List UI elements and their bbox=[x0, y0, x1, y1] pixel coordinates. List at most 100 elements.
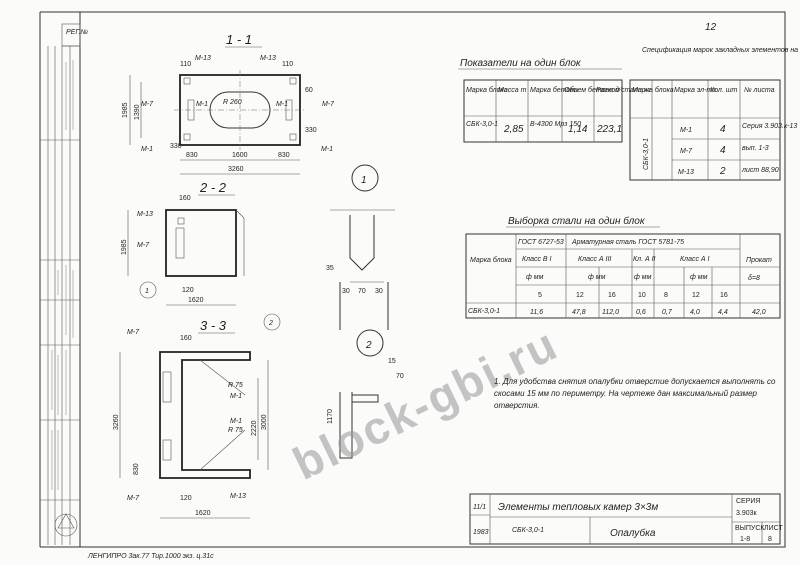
svg-text:1985: 1985 bbox=[122, 102, 129, 118]
svg-text:ф мм: ф мм bbox=[634, 274, 652, 281]
svg-text:ф мм: ф мм bbox=[526, 274, 544, 281]
svg-text:4,0: 4,0 bbox=[690, 309, 700, 316]
steel-table: Выборка стали на один блок Марка блока Г… bbox=[465, 215, 781, 319]
svg-text:70: 70 bbox=[396, 373, 404, 380]
left-stamp: РЕГ.№ bbox=[40, 23, 88, 545]
svg-text:Класс В I: Класс В I bbox=[522, 256, 552, 263]
callout-2 bbox=[356, 329, 384, 357]
svg-text:120: 120 bbox=[182, 287, 194, 294]
svg-text:Арматурная сталь ГОСТ 5781-75: Арматурная сталь ГОСТ 5781-75 bbox=[571, 239, 684, 246]
svg-text:1: 1 bbox=[145, 288, 149, 295]
svg-text:1170: 1170 bbox=[327, 409, 334, 424]
svg-text:вып. 1-3: вып. 1-3 bbox=[742, 145, 769, 152]
svg-text:Расход стали кг: Расход стали кг bbox=[596, 86, 651, 94]
svg-text:В-4300 Мрз 150: В-4300 Мрз 150 bbox=[530, 121, 581, 128]
svg-text:30: 30 bbox=[375, 288, 383, 295]
svg-text:лист 88,90: лист 88,90 bbox=[741, 167, 779, 174]
svg-text:Марка блока: Марка блока bbox=[632, 86, 674, 94]
steel-title: Выборка стали на один блок bbox=[508, 215, 646, 227]
detail-1: 35 30 70 30 bbox=[326, 209, 395, 330]
svg-text:СЕРИЯ: СЕРИЯ bbox=[736, 498, 760, 505]
svg-text:М-13: М-13 bbox=[230, 493, 246, 500]
drawing-name: Элементы тепловых камер 3×3м bbox=[498, 502, 658, 513]
svg-text:Класс А III: Класс А III bbox=[578, 256, 611, 263]
svg-text:Марка бетона: Марка бетона bbox=[530, 86, 578, 94]
page-number: 12 bbox=[705, 22, 717, 33]
sheet-frame bbox=[79, 11, 786, 548]
svg-text:СБК-3,0-1: СБК-3,0-1 bbox=[512, 527, 544, 534]
print-footer: ЛЕНГИПРО 3ак.77 Тир.1000 экз. ц.31с bbox=[87, 553, 214, 560]
svg-text:12: 12 bbox=[692, 292, 700, 299]
svg-text:120: 120 bbox=[180, 495, 192, 502]
svg-text:16: 16 bbox=[608, 292, 616, 299]
section-label-1-1: 1 - 1 bbox=[226, 32, 252, 47]
svg-text:0,7: 0,7 bbox=[662, 309, 673, 316]
svg-text:М-7: М-7 bbox=[127, 495, 140, 502]
svg-text:ГОСТ 6727-53: ГОСТ 6727-53 bbox=[518, 239, 564, 246]
svg-text:ф мм: ф мм bbox=[588, 274, 606, 281]
svg-text:Кол. шт: Кол. шт bbox=[710, 87, 738, 94]
svg-text:3 - 3: 3 - 3 bbox=[200, 318, 227, 333]
svg-text:11/1: 11/1 bbox=[473, 504, 486, 511]
svg-text:М-1: М-1 bbox=[196, 101, 208, 108]
svg-text:Объем бетона м³: Объем бетона м³ bbox=[564, 86, 623, 94]
svg-text:110: 110 bbox=[282, 61, 293, 68]
callout-1 bbox=[351, 164, 379, 192]
svg-text:3260: 3260 bbox=[113, 414, 120, 430]
svg-text:М-1: М-1 bbox=[680, 127, 692, 134]
svg-text:М-13: М-13 bbox=[260, 55, 276, 62]
svg-text:М-1: М-1 bbox=[230, 418, 242, 425]
svg-text:М-13: М-13 bbox=[137, 211, 153, 218]
profile-outline-3-3 bbox=[159, 351, 251, 479]
svg-text:М-7: М-7 bbox=[141, 101, 154, 108]
svg-text:М-13: М-13 bbox=[678, 169, 694, 176]
svg-text:42,0: 42,0 bbox=[752, 309, 766, 316]
svg-text:3260: 3260 bbox=[228, 166, 244, 173]
svg-text:Марка блока: Марка блока bbox=[470, 256, 512, 264]
svg-text:1: 1 bbox=[361, 175, 367, 186]
svg-text:Класс А I: Класс А I bbox=[680, 256, 710, 263]
svg-text:М-1: М-1 bbox=[230, 393, 242, 400]
svg-text:5: 5 bbox=[538, 292, 542, 299]
svg-text:ВЫПУСК: ВЫПУСК bbox=[735, 525, 765, 532]
svg-text:№ листа: № листа bbox=[744, 87, 775, 94]
svg-text:СБК-3,0-1: СБК-3,0-1 bbox=[466, 121, 498, 128]
svg-text:1620: 1620 bbox=[188, 297, 204, 304]
svg-text:70: 70 bbox=[358, 288, 366, 295]
svg-text:М-13: М-13 bbox=[195, 55, 211, 62]
svg-text:М-7: М-7 bbox=[322, 101, 335, 108]
svg-text:4,4: 4,4 bbox=[718, 309, 728, 316]
svg-text:160: 160 bbox=[179, 195, 191, 202]
svg-text:Серия 3.903.к-13: Серия 3.903.к-13 bbox=[742, 123, 797, 130]
spec-title: Спецификация марок закладных элементов н… bbox=[642, 46, 800, 54]
svg-text:112,0: 112,0 bbox=[602, 309, 619, 316]
detail-2: 15 70 1170 bbox=[327, 358, 404, 459]
svg-text:4: 4 bbox=[720, 124, 726, 135]
svg-text:12: 12 bbox=[576, 292, 584, 299]
indicators-table: Показатели на один блок Марка блока Масс… bbox=[458, 57, 651, 143]
svg-text:30: 30 bbox=[342, 288, 350, 295]
reg-label: РЕГ.№ bbox=[66, 29, 88, 36]
svg-text:110: 110 bbox=[180, 61, 191, 68]
svg-text:М-7: М-7 bbox=[127, 329, 140, 336]
svg-text:60: 60 bbox=[305, 87, 313, 94]
svg-text:М-1: М-1 bbox=[321, 146, 333, 153]
svg-text:330: 330 bbox=[305, 127, 317, 134]
svg-text:8: 8 bbox=[664, 292, 668, 299]
svg-text:1620: 1620 bbox=[195, 510, 211, 517]
svg-text:ф мм: ф мм bbox=[690, 274, 708, 281]
svg-text:330: 330 bbox=[170, 143, 182, 150]
svg-text:Опалубка: Опалубка bbox=[610, 527, 656, 539]
note-text: 1. Для удобства снятия опалубки отверсти… bbox=[494, 377, 776, 410]
svg-text:СБК-3,0-1: СБК-3,0-1 bbox=[643, 138, 650, 170]
svg-text:2 - 2: 2 - 2 bbox=[199, 180, 227, 195]
spec-table: 12 Спецификация марок закладных элементо… bbox=[629, 22, 800, 181]
svg-text:35: 35 bbox=[326, 265, 334, 272]
svg-text:СБК-3,0-1: СБК-3,0-1 bbox=[468, 308, 500, 315]
svg-text:3.903к: 3.903к bbox=[736, 510, 758, 517]
svg-text:Марка блока: Марка блока bbox=[466, 86, 508, 94]
svg-text:2,85: 2,85 bbox=[503, 124, 524, 135]
svg-text:Кл. А II: Кл. А II bbox=[633, 256, 656, 263]
